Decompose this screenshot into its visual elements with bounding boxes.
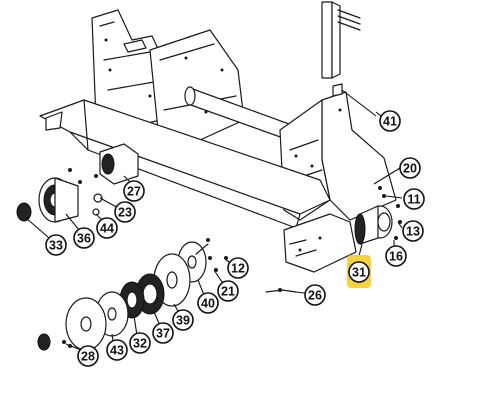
svg-text:41: 41 [383, 115, 397, 129]
left-pulley [38, 177, 79, 223]
end-cap-left [16, 202, 32, 222]
front-bracket [283, 213, 357, 273]
svg-text:12: 12 [231, 262, 245, 276]
end-cap-lower [37, 333, 51, 351]
callout-39[interactable]: 39 [172, 309, 194, 331]
disk-28 [65, 297, 107, 351]
callout-40[interactable]: 40 [197, 292, 219, 314]
svg-text:32: 32 [133, 337, 147, 351]
svg-text:36: 36 [77, 232, 91, 246]
callout-26[interactable]: 26 [304, 284, 326, 306]
svg-text:20: 20 [403, 162, 417, 176]
svg-text:13: 13 [406, 225, 420, 239]
callout-36[interactable]: 36 [73, 227, 95, 249]
svg-text:44: 44 [100, 222, 114, 236]
vertical-post [321, 1, 361, 79]
svg-text:26: 26 [308, 289, 322, 303]
cross-beam [39, 99, 331, 229]
svg-text:33: 33 [49, 239, 63, 253]
svg-text:37: 37 [156, 327, 170, 341]
svg-text:40: 40 [201, 297, 215, 311]
svg-text:27: 27 [127, 185, 141, 199]
callout-12[interactable]: 12 [227, 257, 249, 279]
svg-text:16: 16 [389, 250, 403, 264]
left-side-plate [91, 9, 169, 131]
callout-23[interactable]: 23 [114, 201, 136, 223]
callout-43[interactable]: 43 [106, 339, 128, 361]
svg-text:11: 11 [407, 193, 420, 207]
gearbox [68, 143, 139, 216]
svg-text:39: 39 [176, 314, 190, 328]
callout-11[interactable]: 11 [403, 188, 425, 210]
callout-21[interactable]: 21 [217, 280, 239, 302]
svg-text:31: 31 [352, 266, 366, 280]
callout-31[interactable]: 31 [347, 255, 371, 288]
svg-text:28: 28 [81, 350, 95, 364]
callout-37[interactable]: 37 [152, 322, 174, 344]
callouts: 41 20 11 13 16 31 27 23 [45, 110, 425, 367]
callout-27[interactable]: 27 [123, 180, 145, 202]
callout-28[interactable]: 28 [77, 345, 99, 367]
callout-16[interactable]: 16 [385, 245, 407, 267]
callout-20[interactable]: 20 [399, 157, 421, 179]
callout-32[interactable]: 32 [129, 332, 151, 354]
svg-text:43: 43 [110, 344, 124, 358]
callout-13[interactable]: 13 [402, 220, 424, 242]
callout-33[interactable]: 33 [45, 234, 67, 256]
callout-41[interactable]: 41 [379, 110, 401, 132]
svg-text:23: 23 [118, 206, 132, 220]
center-plate [149, 29, 245, 141]
svg-text:21: 21 [221, 285, 235, 299]
screws [62, 238, 297, 348]
callout-44[interactable]: 44 [96, 217, 118, 239]
